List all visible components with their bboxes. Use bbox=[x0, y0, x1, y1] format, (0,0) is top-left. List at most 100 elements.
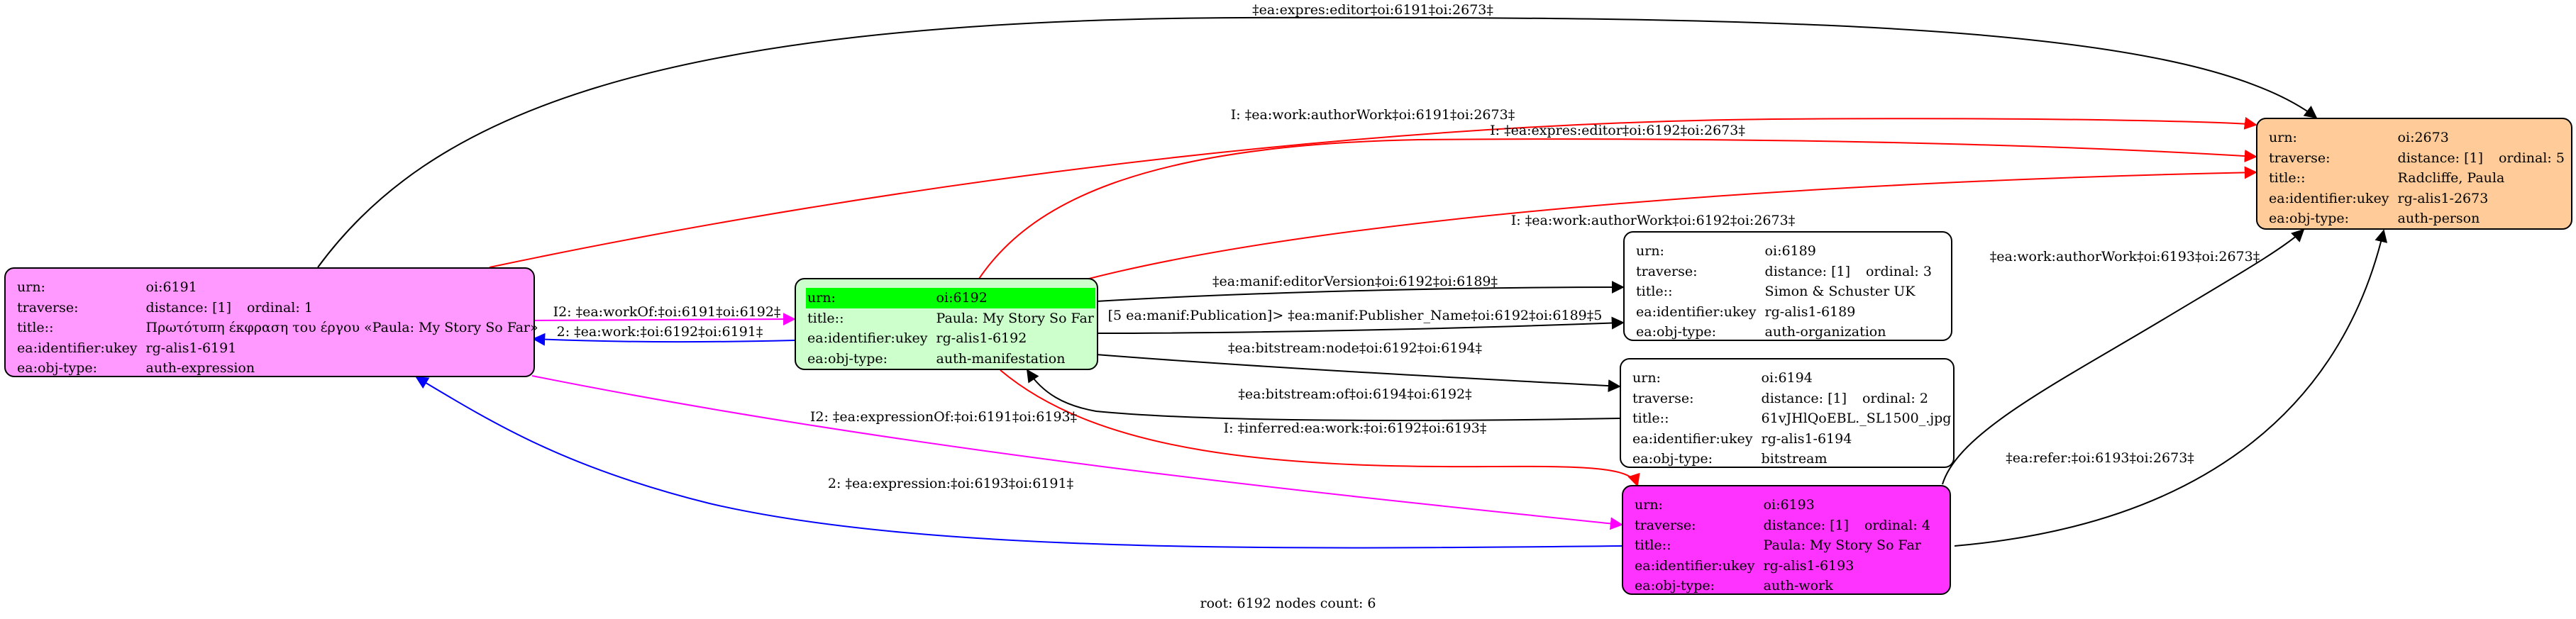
node-field-key: urn: bbox=[806, 288, 934, 308]
node-field-key: title:: bbox=[17, 320, 54, 336]
node-field-key: title:: bbox=[1632, 411, 1669, 427]
node-field-value: rg-alis1-2673 bbox=[2397, 190, 2489, 206]
node-field-key: urn: bbox=[1636, 243, 1664, 259]
node-field-value: Paula: My Story So Far bbox=[936, 310, 1094, 326]
node-field-key: ea:identifier:ukey bbox=[17, 340, 138, 356]
node-field-key: ea:identifier:ukey bbox=[1636, 303, 1757, 320]
edge-label: I: ‡ea:work:authorWork‡oi:6191‡oi:2673‡ bbox=[1231, 107, 1515, 123]
edge-label: I: ‡inferred:ea:work:‡oi:6192‡oi:6193‡ bbox=[1224, 420, 1487, 436]
edge-bitstream-of-6194-6192 bbox=[1027, 369, 1620, 421]
node-field-value: distance: [1] bbox=[145, 299, 231, 316]
node-field-value: distance: [1] bbox=[1763, 517, 1849, 533]
node-field-key: title:: bbox=[1635, 537, 1671, 554]
node-field-value: auth-expression bbox=[145, 360, 255, 377]
graph-footer: root: 6192 nodes count: 6 bbox=[1200, 596, 1376, 611]
edge-label: ‡ea:work:authorWork‡oi:6193‡oi:2673‡ bbox=[1990, 249, 2260, 264]
edge-label: ‡ea:refer:‡oi:6193‡oi:2673‡ bbox=[2006, 450, 2194, 466]
edge-authorwork-6191-2673 bbox=[489, 116, 2257, 268]
node-field-key: ea:obj-type: bbox=[17, 360, 98, 377]
node-field-value: auth-manifestation bbox=[936, 350, 1066, 367]
node-field-key: urn: bbox=[1632, 370, 1661, 386]
node-field-key: ea:obj-type: bbox=[1635, 578, 1715, 594]
edge-expres-editor-6192-2673 bbox=[978, 138, 2257, 279]
edge-refer-6193-2673 bbox=[1954, 229, 2388, 547]
edge-expres-editor-6191-2673 bbox=[317, 16, 2318, 268]
node-field-key: ea:obj-type: bbox=[1632, 451, 1713, 467]
edge-publisher-6192-6189 bbox=[1095, 316, 1625, 334]
node-field-key: ea:obj-type: bbox=[1636, 324, 1717, 340]
node-ordinal: ordinal: 3 bbox=[1865, 263, 1932, 279]
edge-workof-6191-6192 bbox=[531, 313, 796, 326]
node-field-value: Πρωτότυπη έκφραση του έργου «Paula: My S… bbox=[145, 320, 538, 336]
node-field-value: rg-alis1-6192 bbox=[936, 330, 1027, 347]
node-ordinal: ordinal: 5 bbox=[2498, 150, 2565, 166]
node-field-value: distance: [1] bbox=[2397, 150, 2483, 166]
node-field-value: rg-alis1-6193 bbox=[1763, 557, 1854, 574]
node-field-value: auth-work bbox=[1763, 578, 1833, 594]
edge-label: [5 ea:manif:Publication]> ‡ea:manif:Publ… bbox=[1108, 308, 1603, 323]
node-field-value: bitstream bbox=[1761, 451, 1828, 467]
node-field-value: oi:2673 bbox=[2397, 130, 2449, 145]
edge-label: ‡ea:manif:editorVersion‡oi:6192‡oi:6189‡ bbox=[1212, 274, 1498, 289]
edge-label: I2: ‡ea:expressionOf:‡oi:6191‡oi:6193‡ bbox=[810, 409, 1077, 425]
node-field-key: urn: bbox=[17, 279, 45, 295]
edge-authorwork-6193-2673 bbox=[1942, 228, 2305, 485]
edge-label: ‡ea:expres:editor‡oi:6191‡oi:2673‡ bbox=[1252, 2, 1493, 18]
edge-expressionof-6191-6193 bbox=[531, 375, 1623, 530]
node-field-value: oi:6194 bbox=[1761, 370, 1813, 386]
node-oi-6194[interactable]: urn: oi:6194 traverse: distance: [1] ordina… bbox=[1620, 358, 1955, 468]
edge-label: 2: ‡ea:work:‡oi:6192‡oi:6191‡ bbox=[557, 324, 763, 340]
node-field-key: title:: bbox=[1636, 284, 1673, 300]
edge-work-6192-6191 bbox=[532, 333, 795, 346]
edge-label: 2: ‡ea:expression:‡oi:6193‡oi:6191‡ bbox=[828, 476, 1073, 491]
node-field-key: ea:identifier:ukey bbox=[1635, 557, 1755, 574]
node-field-key: ea:obj-type: bbox=[807, 350, 888, 367]
edge-authorwork-6192-2673 bbox=[1088, 166, 2257, 279]
node-field-value: auth-person bbox=[2397, 211, 2480, 227]
node-field-value: Paula: My Story So Far bbox=[1763, 537, 1921, 554]
node-field-key: traverse: bbox=[1632, 390, 1694, 406]
node-field-key: traverse: bbox=[2269, 150, 2331, 166]
node-field-value: auth-organization bbox=[1764, 324, 1886, 340]
node-field-key: urn: bbox=[2269, 130, 2297, 145]
edge-bitstream-node-6192-6194 bbox=[1095, 354, 1621, 393]
node-field-key: traverse: bbox=[17, 299, 79, 316]
node-field-key: traverse: bbox=[1635, 517, 1696, 533]
node-field-key: ea:identifier:ukey bbox=[2269, 190, 2389, 206]
edge-expression-6193-6191 bbox=[415, 377, 1623, 549]
node-field-key: traverse: bbox=[1636, 263, 1698, 279]
node-field-value: oi:6189 bbox=[1764, 243, 1816, 259]
node-field-value: Radcliffe, Paula bbox=[2397, 170, 2505, 186]
node-field-value: rg-alis1-6194 bbox=[1761, 430, 1852, 447]
node-field-value: oi:6192 bbox=[933, 288, 1095, 308]
node-field-value: Simon & Schuster UK bbox=[1764, 284, 1916, 300]
node-field-key: title:: bbox=[807, 310, 844, 326]
edge-label: I: ‡ea:work:authorWork‡oi:6192‡oi:2673‡ bbox=[1511, 213, 1795, 228]
node-oi-6189[interactable]: urn: oi:6189 traverse: distance: [1] ordina… bbox=[1623, 231, 1952, 341]
node-field-value: rg-alis1-6189 bbox=[1764, 303, 1856, 320]
node-field-key: title:: bbox=[2269, 170, 2306, 186]
edge-label: ‡ea:bitstream:node‡oi:6192‡oi:6194‡ bbox=[1228, 340, 1482, 356]
node-oi-2673[interactable]: urn: oi:2673 traverse: distance: [1] ordina… bbox=[2256, 118, 2572, 230]
node-oi-6191[interactable]: urn: oi:6191 traverse: distance: [1] ordina… bbox=[4, 267, 538, 377]
node-field-value: oi:6191 bbox=[145, 279, 197, 295]
node-ordinal: ordinal: 1 bbox=[246, 299, 313, 316]
node-field-value: oi:6193 bbox=[1763, 497, 1815, 513]
edge-label: I: ‡ea:expres:editor‡oi:6192‡oi:2673‡ bbox=[1490, 123, 1745, 138]
node-field-value: 61vJHlQoEBL._SL1500_.jpg bbox=[1761, 411, 1952, 427]
edge-label: I2: ‡ea:workOf:‡oi:6191‡oi:6192‡ bbox=[553, 304, 781, 320]
node-field-key: ea:obj-type: bbox=[2269, 211, 2350, 227]
node-field-value: distance: [1] bbox=[1764, 263, 1850, 279]
node-ordinal: ordinal: 2 bbox=[1862, 390, 1928, 406]
edge-inferred-work-6192-6193 bbox=[1000, 369, 1640, 487]
node-field-key: ea:identifier:ukey bbox=[807, 330, 928, 347]
edge-label: ‡ea:bitstream:of‡oi:6194‡oi:6192‡ bbox=[1238, 386, 1471, 402]
edge-editorversion-6192-6189 bbox=[1095, 281, 1625, 302]
node-oi-6192[interactable]: urn:oi:6192 title::Paula: My Story So Fa… bbox=[795, 278, 1098, 370]
node-oi-6193[interactable]: urn: oi:6193 traverse: distance: [1] ordina… bbox=[1622, 485, 1951, 595]
node-field-key: urn: bbox=[1635, 497, 1663, 513]
node-field-value: rg-alis1-6191 bbox=[145, 340, 237, 356]
node-ordinal: ordinal: 4 bbox=[1864, 517, 1930, 533]
node-field-value: distance: [1] bbox=[1761, 390, 1847, 406]
